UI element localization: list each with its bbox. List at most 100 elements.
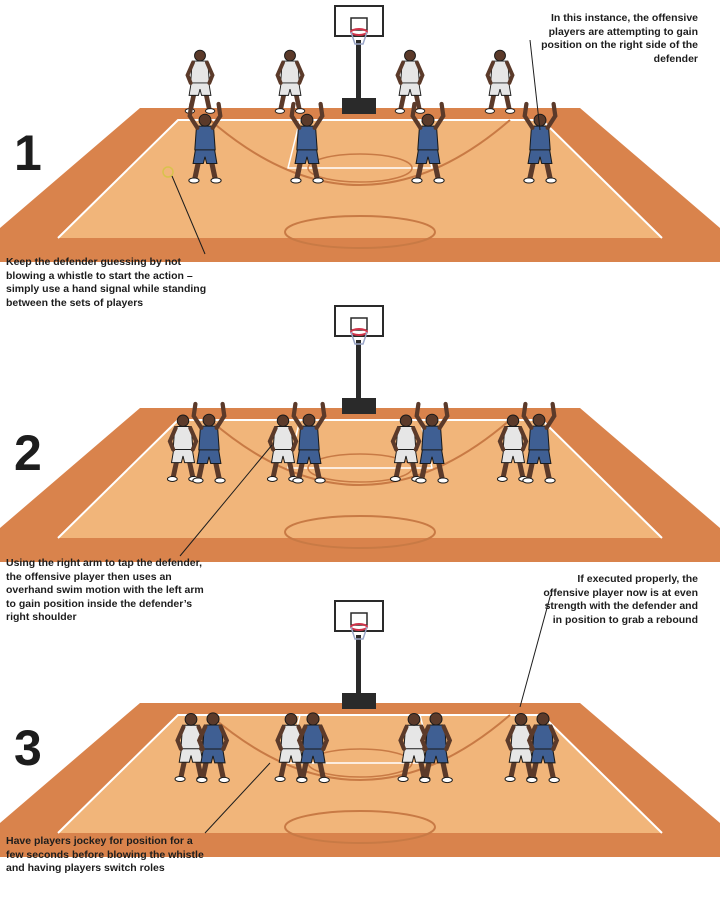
hoop-base <box>342 398 376 414</box>
player-shorts <box>526 447 552 465</box>
player-jersey <box>298 425 320 451</box>
player-shoe <box>523 177 535 184</box>
step-3-panel: 3 If executed properly, the offensive pl… <box>0 573 720 885</box>
player-shoe <box>314 477 326 484</box>
offensive-player <box>389 414 423 482</box>
offensive-player <box>166 414 200 482</box>
player-arms <box>191 401 227 430</box>
player-shoe <box>296 776 308 784</box>
basketball-court <box>0 703 720 857</box>
player-shorts <box>415 147 441 165</box>
three-point-arc <box>209 714 511 781</box>
player-arms <box>275 60 305 85</box>
player-head <box>532 413 546 427</box>
player-shoe <box>290 177 302 184</box>
defensive-player <box>296 712 330 784</box>
player-arms <box>390 426 422 452</box>
player-shorts <box>196 447 222 465</box>
player-head <box>206 712 220 726</box>
player-shoe <box>504 775 516 783</box>
basketball-court <box>0 408 720 562</box>
player-shorts <box>192 147 218 165</box>
player-shoe <box>397 775 409 783</box>
hand-signal-marker-icon <box>162 166 174 178</box>
player-shoe <box>526 776 538 784</box>
hoop-pole <box>356 635 361 695</box>
player-shoe <box>394 108 406 114</box>
offensive-player <box>274 49 306 114</box>
player-jersey <box>198 425 220 451</box>
offensive-player <box>394 49 426 114</box>
step-1-note-bottom-left: Keep the defender guessing by not blowin… <box>6 256 207 309</box>
defensive-player <box>522 101 558 184</box>
player-head <box>194 49 206 62</box>
three-point-arc <box>209 119 511 186</box>
player-arms <box>497 426 529 452</box>
step-number: 1 <box>14 125 42 181</box>
basketball-court <box>0 108 720 262</box>
offensive-player <box>504 712 538 783</box>
backboard <box>334 600 384 632</box>
player-head <box>514 712 528 726</box>
player-shoe <box>292 477 304 484</box>
player-shoe <box>522 477 534 484</box>
player-arms <box>289 101 325 130</box>
player-shorts <box>296 447 322 465</box>
player-head <box>399 414 413 428</box>
net <box>350 331 368 345</box>
step-3-note-top-right: If executed properly, the offensive play… <box>543 573 698 626</box>
defensive-player <box>414 401 450 484</box>
step-3-note-bottom-left: Have players jockey for position for a f… <box>6 835 204 874</box>
backboard <box>334 305 384 337</box>
defensive-player <box>196 712 230 784</box>
basketball-hoop-icon <box>334 305 384 414</box>
defensive-player <box>526 712 560 784</box>
player-head <box>429 712 443 726</box>
defensive-player <box>187 101 223 184</box>
player-arms <box>185 60 215 85</box>
player-jersey <box>194 125 216 151</box>
offensive-player <box>484 49 516 114</box>
step-2-panel: 2 Using the right arm to tap the defende… <box>0 300 720 623</box>
player-head <box>284 712 298 726</box>
player-shoe <box>266 476 278 482</box>
player-shoe <box>204 108 216 114</box>
player-head <box>300 113 314 127</box>
player-head <box>198 113 212 127</box>
player-shoe <box>188 177 200 184</box>
player-arms <box>267 426 299 452</box>
player-shoe <box>294 108 306 114</box>
player-jersey <box>417 125 439 151</box>
player-head <box>184 712 198 726</box>
player-head <box>494 49 506 62</box>
player-shoe <box>166 476 178 482</box>
paint-lines <box>287 119 433 169</box>
player-head <box>404 49 416 62</box>
player-head <box>284 49 296 62</box>
player-arms <box>410 101 446 130</box>
hoop-pole <box>356 40 361 100</box>
player-shoe <box>389 476 401 482</box>
defensive-player <box>291 401 327 484</box>
player-shoe <box>214 477 226 484</box>
offensive-player <box>274 712 308 783</box>
player-shoe <box>545 177 557 184</box>
player-head <box>533 113 547 127</box>
basketball-hoop-icon <box>334 600 384 709</box>
player-shoe <box>312 177 324 184</box>
offensive-player <box>266 414 300 482</box>
center-circle <box>284 215 436 249</box>
player-shorts <box>527 147 553 165</box>
player-head <box>421 113 435 127</box>
player-shoe <box>504 108 516 114</box>
player-shoe <box>274 108 286 114</box>
hoop-base <box>342 693 376 709</box>
step-3-court-drawing <box>0 595 720 857</box>
player-shoe <box>415 477 427 484</box>
player-head <box>407 712 421 726</box>
player-shoe <box>484 108 496 114</box>
player-head <box>506 414 520 428</box>
step-1-note-top-right: In this instance, the offensive players … <box>541 12 698 65</box>
step-1-court-drawing <box>0 5 720 262</box>
